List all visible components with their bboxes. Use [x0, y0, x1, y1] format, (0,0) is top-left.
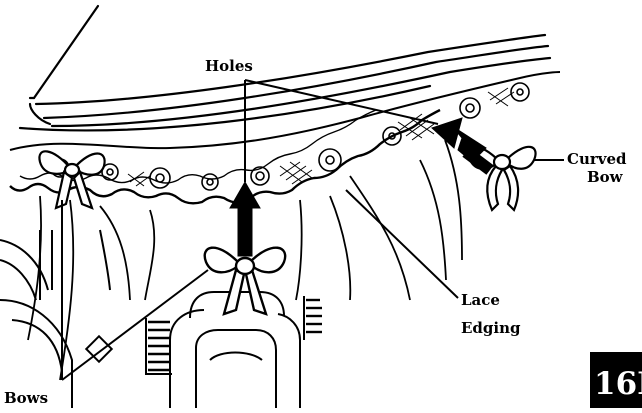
label-lace: Lace: [461, 291, 500, 309]
label-lace-edging: Edging: [461, 319, 521, 337]
label-curved: Curved: [567, 150, 627, 168]
page-number: 16I: [594, 366, 642, 402]
label-bows: Bows: [4, 389, 48, 407]
label-holes: Holes: [205, 57, 253, 75]
label-curved-bow: Bow: [587, 168, 624, 186]
side-column: [0, 230, 112, 408]
page-number-badge: 16I: [590, 352, 642, 408]
bow-center: [205, 248, 285, 314]
bow-left: [39, 151, 104, 208]
